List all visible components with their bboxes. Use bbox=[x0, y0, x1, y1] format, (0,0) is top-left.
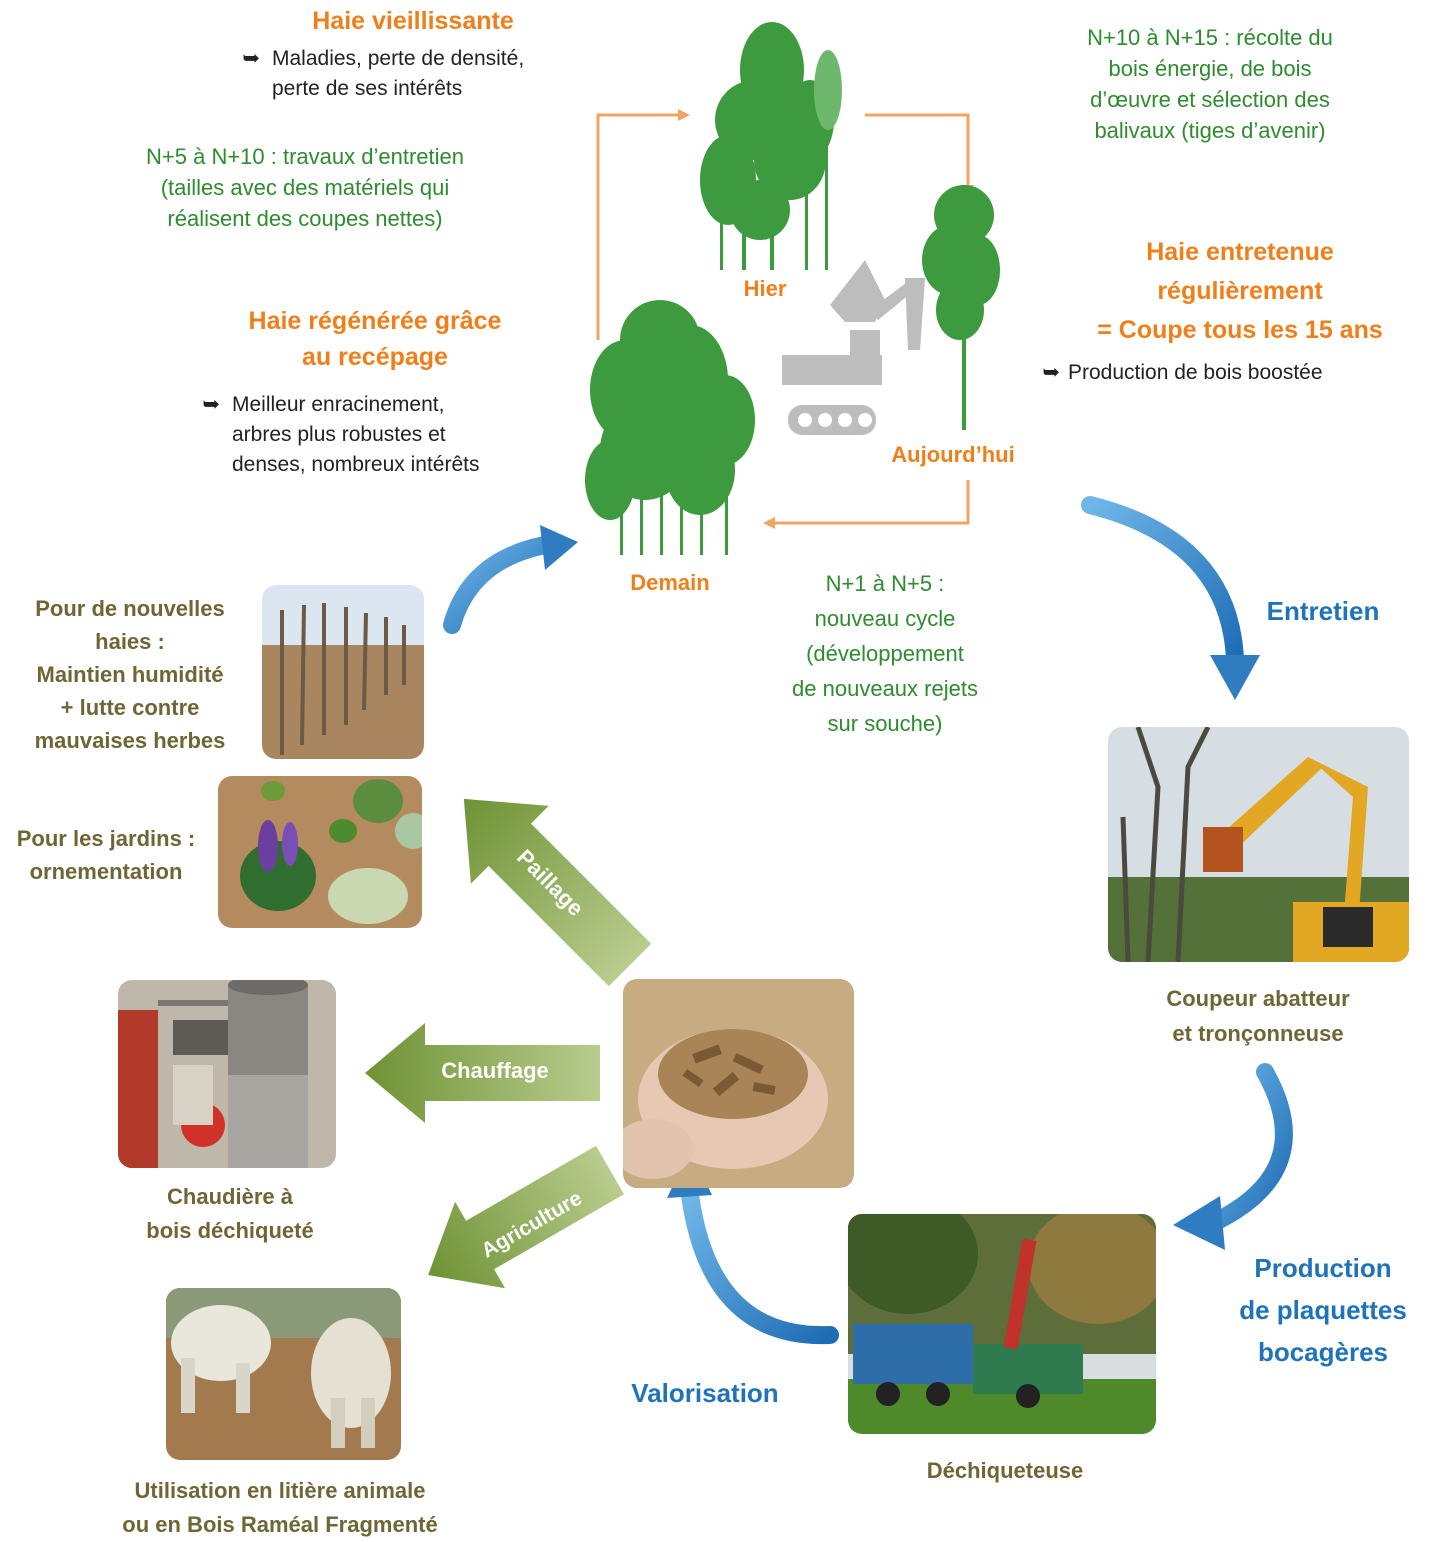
boiler-caption: Chaudière à bois déchiqueté bbox=[146, 1184, 314, 1243]
young-tree bbox=[922, 185, 1000, 430]
regenerated-hedge-description: ➥ Meilleur enracinement,arbres plus robu… bbox=[200, 390, 560, 480]
feller-cutter-photo bbox=[1108, 727, 1409, 962]
arrow-paillage bbox=[463, 798, 652, 987]
label-hier: Hier bbox=[743, 276, 787, 301]
arrow-bullet-icon: ➥ bbox=[202, 393, 220, 416]
arrow-agriculture bbox=[428, 1145, 624, 1289]
new-hedges-caption: Pour de nouvelles haies : Maintien humid… bbox=[34, 596, 226, 753]
animal-litter-caption: Utilisation en litière animale ou en Boi… bbox=[122, 1478, 438, 1537]
new-cycle-text: N+1 à N+5 : nouveau cycle (développement… bbox=[792, 571, 978, 736]
hedge-cycle-diagram bbox=[585, 22, 1000, 555]
arrow-entretien bbox=[1081, 496, 1260, 700]
regenerated-hedge-title: Haie régénérée grâce au recépage bbox=[248, 307, 502, 371]
label-chauffage: Chauffage bbox=[441, 1058, 549, 1083]
step-valorisation: Valorisation bbox=[631, 1378, 779, 1408]
step-production: Production de plaquettes bocagères bbox=[1239, 1253, 1407, 1367]
maintained-hedge-title: Haie entretenue régulièrement = Coupe to… bbox=[1097, 238, 1383, 344]
garden-photo bbox=[218, 776, 422, 928]
arrow-head bbox=[763, 517, 775, 529]
gardens-caption: Pour les jardins : ornementation bbox=[16, 826, 196, 884]
wood-chips-photo bbox=[623, 979, 854, 1188]
arrow-bullet-icon: ➥ bbox=[1042, 361, 1060, 384]
aging-hedge-description: ➥ Maladies, perte de densité,perte de se… bbox=[240, 44, 600, 104]
harvest-period-text: N+10 à N+15 : récolte du bois énergie, d… bbox=[1087, 25, 1333, 143]
regenerated-hedge-trees bbox=[585, 300, 755, 555]
feller-cutter-caption: Coupeur abatteur et tronçonneuse bbox=[1166, 986, 1350, 1046]
animal-litter-photo bbox=[166, 1288, 401, 1460]
new-hedges-photo bbox=[262, 585, 424, 759]
arrow-production bbox=[1173, 1063, 1293, 1250]
arrow-bullet-icon: ➥ bbox=[242, 47, 260, 70]
excavator-icon bbox=[782, 260, 925, 435]
step-entretien: Entretien bbox=[1266, 596, 1380, 626]
label-aujourdhui: Aujourd’hui bbox=[891, 442, 1015, 467]
boiler-photo bbox=[118, 980, 336, 1168]
shredder-caption: Déchiqueteuse bbox=[926, 1458, 1084, 1483]
old-hedge-trees bbox=[700, 22, 842, 270]
arrow-to-demain bbox=[443, 525, 578, 634]
maintenance-period-text: N+5 à N+10 : travaux d’entretien (taille… bbox=[146, 144, 464, 231]
maintained-hedge-description: ➥ Production de bois boostée bbox=[1040, 358, 1420, 388]
aging-hedge-title: Haie vieillissante bbox=[312, 7, 514, 35]
shredder-photo bbox=[848, 1214, 1156, 1434]
arrow-head bbox=[678, 109, 690, 121]
label-demain: Demain bbox=[630, 570, 710, 595]
cycle-arrows bbox=[596, 113, 970, 525]
arrow-chauffage bbox=[365, 1023, 600, 1123]
